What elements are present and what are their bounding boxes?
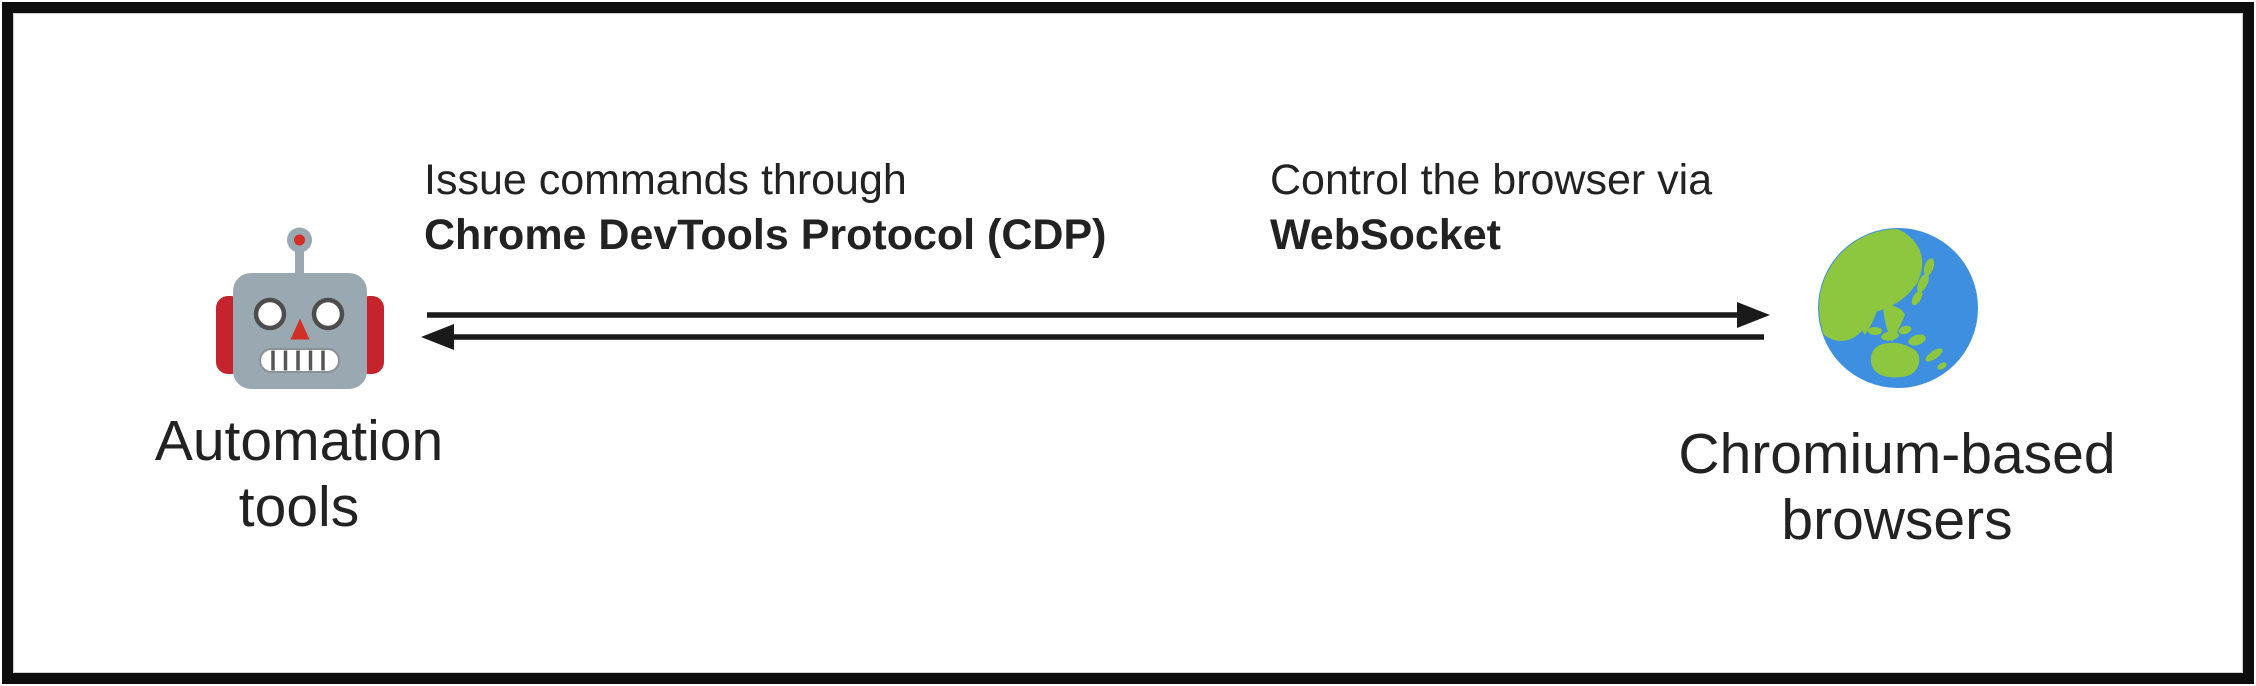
globe-icon [1818,228,1978,388]
automation-tools-label-line2: tools [238,475,360,539]
cdp-annotation-line1: Issue commands through [424,156,907,204]
robot-antenna [287,227,312,278]
automation-tools-label-line1: Automation [154,409,444,473]
chromium-browsers-label-line2: browsers [1781,488,2013,552]
arrow-right [427,302,1770,328]
cdp-annotation: Issue commands through Chrome DevTools P… [424,153,1106,263]
robot-nose [290,318,310,340]
automation-tools-label: Automation tools [155,408,443,540]
websocket-annotation: Control the browser via WebSocket [1270,153,1712,263]
chromium-browsers-label-line1: Chromium-based [1678,422,2116,486]
chromium-browsers-label: Chromium-based browsers [1678,421,2115,553]
websocket-annotation-line2: WebSocket [1270,211,1501,259]
websocket-annotation-line1: Control the browser via [1270,156,1713,204]
cdp-annotation-line2: Chrome DevTools Protocol (CDP) [424,211,1107,259]
arrow-left [421,324,1764,350]
robot-eyes [253,297,345,331]
robot-icon [216,227,384,389]
robot-mouth [259,348,340,373]
